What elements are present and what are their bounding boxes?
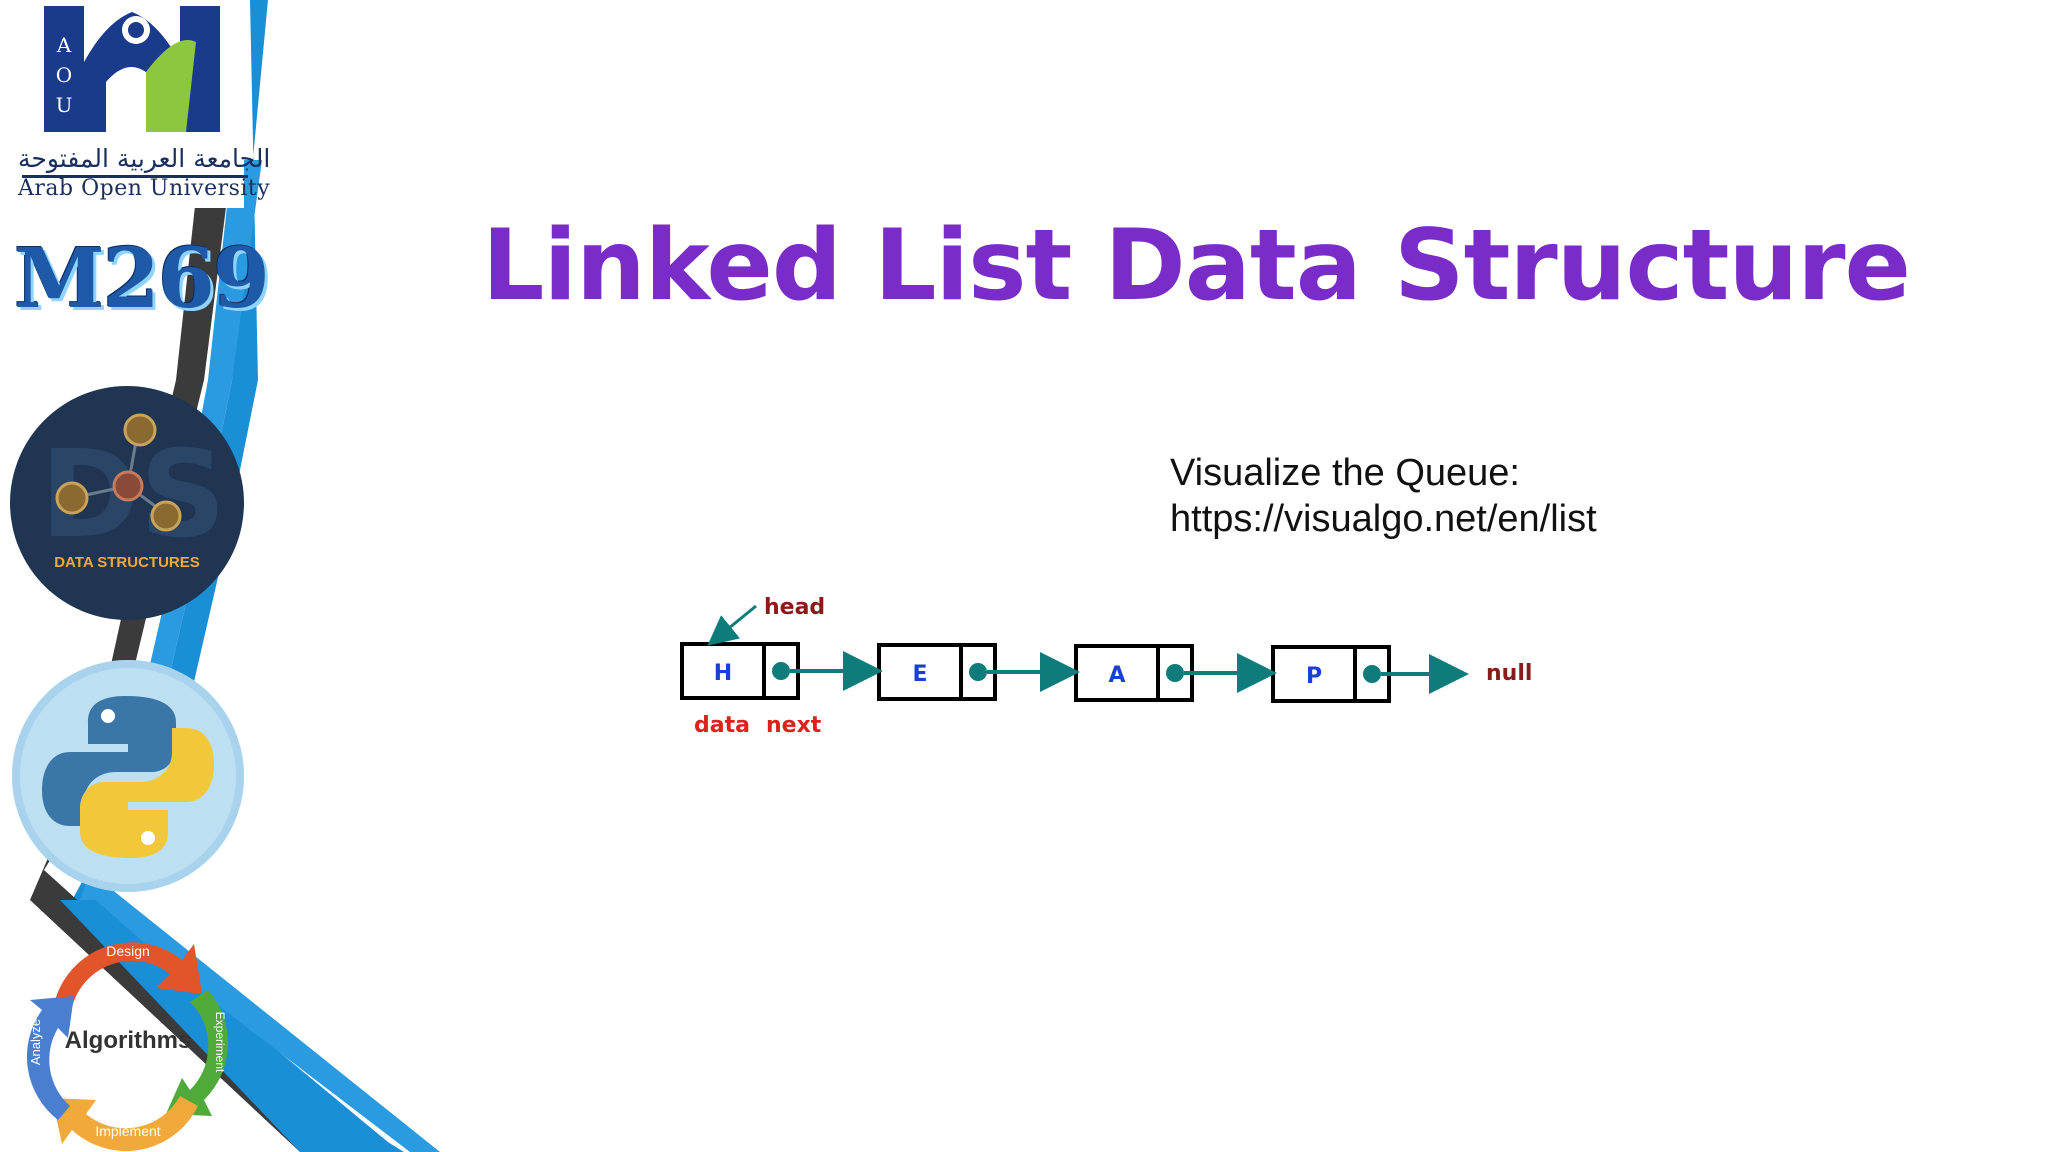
linked-list-diagram: H E A P head data next null xyxy=(660,590,1540,750)
head-pointer-arrow xyxy=(712,606,756,642)
aou-emblem-icon: A O U xyxy=(36,2,226,136)
node-value: A xyxy=(1108,663,1125,688)
python-badge xyxy=(12,660,244,892)
pointer-dot xyxy=(772,662,790,680)
logo-english-name: Arab Open University xyxy=(18,176,250,201)
university-logo: A O U الجامعة العربية المفتوحة Arab Open… xyxy=(8,0,244,208)
list-node-h: H xyxy=(682,644,798,698)
visualize-label: Visualize the Queue: xyxy=(1170,452,1520,495)
pointer-dot xyxy=(1363,665,1381,683)
data-field-label: data xyxy=(694,713,750,738)
list-node-p: P xyxy=(1273,647,1389,701)
visualize-link[interactable]: https://visualgo.net/en/list xyxy=(1170,498,1597,541)
data-structures-label: DATA STRUCTURES xyxy=(10,554,244,571)
python-logo-icon xyxy=(12,660,244,892)
data-structures-badge: DS DATA STRUCTURES xyxy=(10,386,244,620)
node-value: H xyxy=(714,661,732,686)
svg-text:A: A xyxy=(56,33,72,57)
cycle-experiment-label: Experiment xyxy=(213,1012,227,1073)
node-value: P xyxy=(1306,664,1322,689)
null-label: null xyxy=(1486,661,1532,686)
cycle-arrows-icon: Design Implement Analyze Experiment Algo… xyxy=(12,930,244,1152)
pointer-dot xyxy=(969,663,987,681)
graph-nodes-icon: DS xyxy=(10,386,244,620)
cycle-implement-label: Implement xyxy=(95,1123,160,1139)
next-field-label: next xyxy=(766,713,822,738)
cycle-center-label: Algorithms xyxy=(65,1027,192,1054)
logo-arabic-name: الجامعة العربية المفتوحة xyxy=(18,144,250,173)
pointer-dot xyxy=(1166,664,1184,682)
algorithms-cycle-badge: Design Implement Analyze Experiment Algo… xyxy=(12,930,244,1152)
svg-text:U: U xyxy=(56,93,73,117)
cycle-design-label: Design xyxy=(106,943,150,959)
course-code: M269 xyxy=(14,238,268,320)
slide-title: Linked List Data Structure xyxy=(482,208,1742,326)
cycle-analyze-label: Analyze xyxy=(28,1019,43,1065)
node-value: E xyxy=(912,662,927,687)
head-label: head xyxy=(764,595,825,620)
list-node-a: A xyxy=(1076,646,1192,700)
svg-text:O: O xyxy=(56,63,72,87)
list-node-e: E xyxy=(879,645,995,699)
